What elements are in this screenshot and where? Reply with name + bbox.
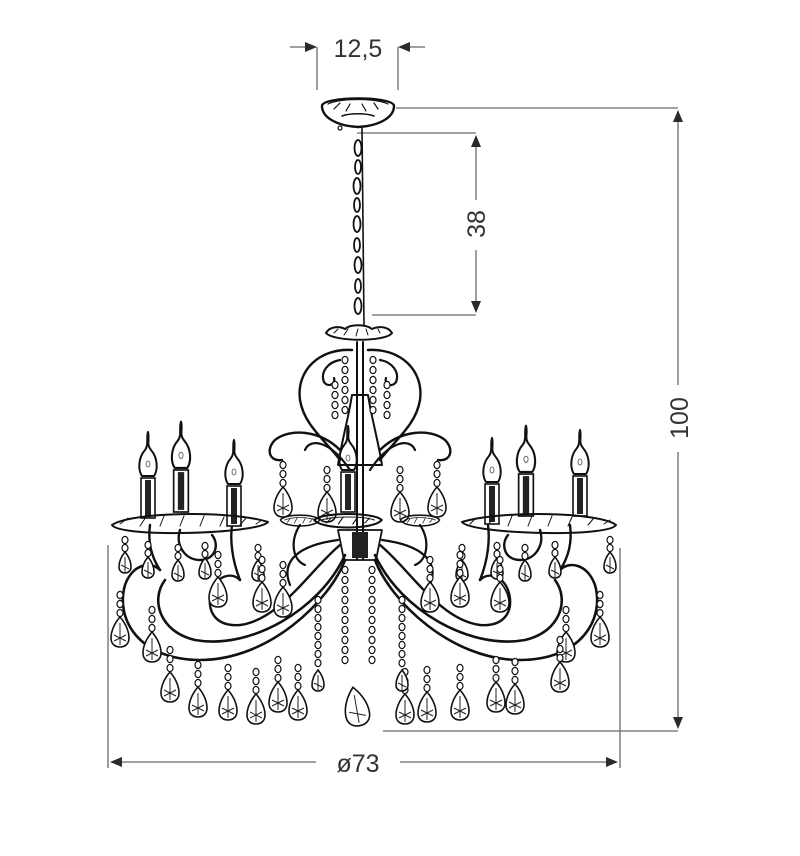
canopy-width-label: 12,5 xyxy=(334,35,383,63)
chain-length-label: 38 xyxy=(463,210,491,238)
candle-1 xyxy=(138,431,158,519)
arrow-right-icon xyxy=(305,42,317,52)
chandelier-illustration xyxy=(111,97,617,727)
arrow-down-icon xyxy=(673,717,683,729)
candle-4 xyxy=(338,425,358,513)
candle-6 xyxy=(515,424,537,518)
dimension-total-height: 100 xyxy=(383,107,694,732)
crown-bead-strands xyxy=(274,355,446,522)
suspension-chain xyxy=(352,127,365,326)
arrow-down-icon xyxy=(471,301,481,313)
arrow-up-icon xyxy=(673,110,683,122)
diameter-label: ø73 xyxy=(336,750,379,778)
candle-7 xyxy=(570,429,590,517)
ceiling-canopy xyxy=(320,97,396,131)
candle-3 xyxy=(224,439,244,527)
arrow-left-icon xyxy=(110,757,122,767)
candle-2 xyxy=(170,420,192,514)
bobeches xyxy=(111,512,617,535)
arrow-up-icon xyxy=(471,135,481,147)
total-height-label: 100 xyxy=(666,397,694,439)
top-crown xyxy=(325,324,393,341)
hanging-crystals xyxy=(111,536,616,727)
dimension-chain-length: 38 xyxy=(357,132,491,316)
dimension-canopy-width: 12,5 xyxy=(290,35,425,90)
dimension-diameter: ø73 xyxy=(107,545,621,778)
upper-scrolls xyxy=(268,348,452,472)
central-stem xyxy=(337,341,383,561)
lower-arms xyxy=(121,523,599,662)
arrow-left-icon xyxy=(398,42,410,52)
arrow-right-icon xyxy=(606,757,618,767)
candle-5 xyxy=(482,437,502,525)
